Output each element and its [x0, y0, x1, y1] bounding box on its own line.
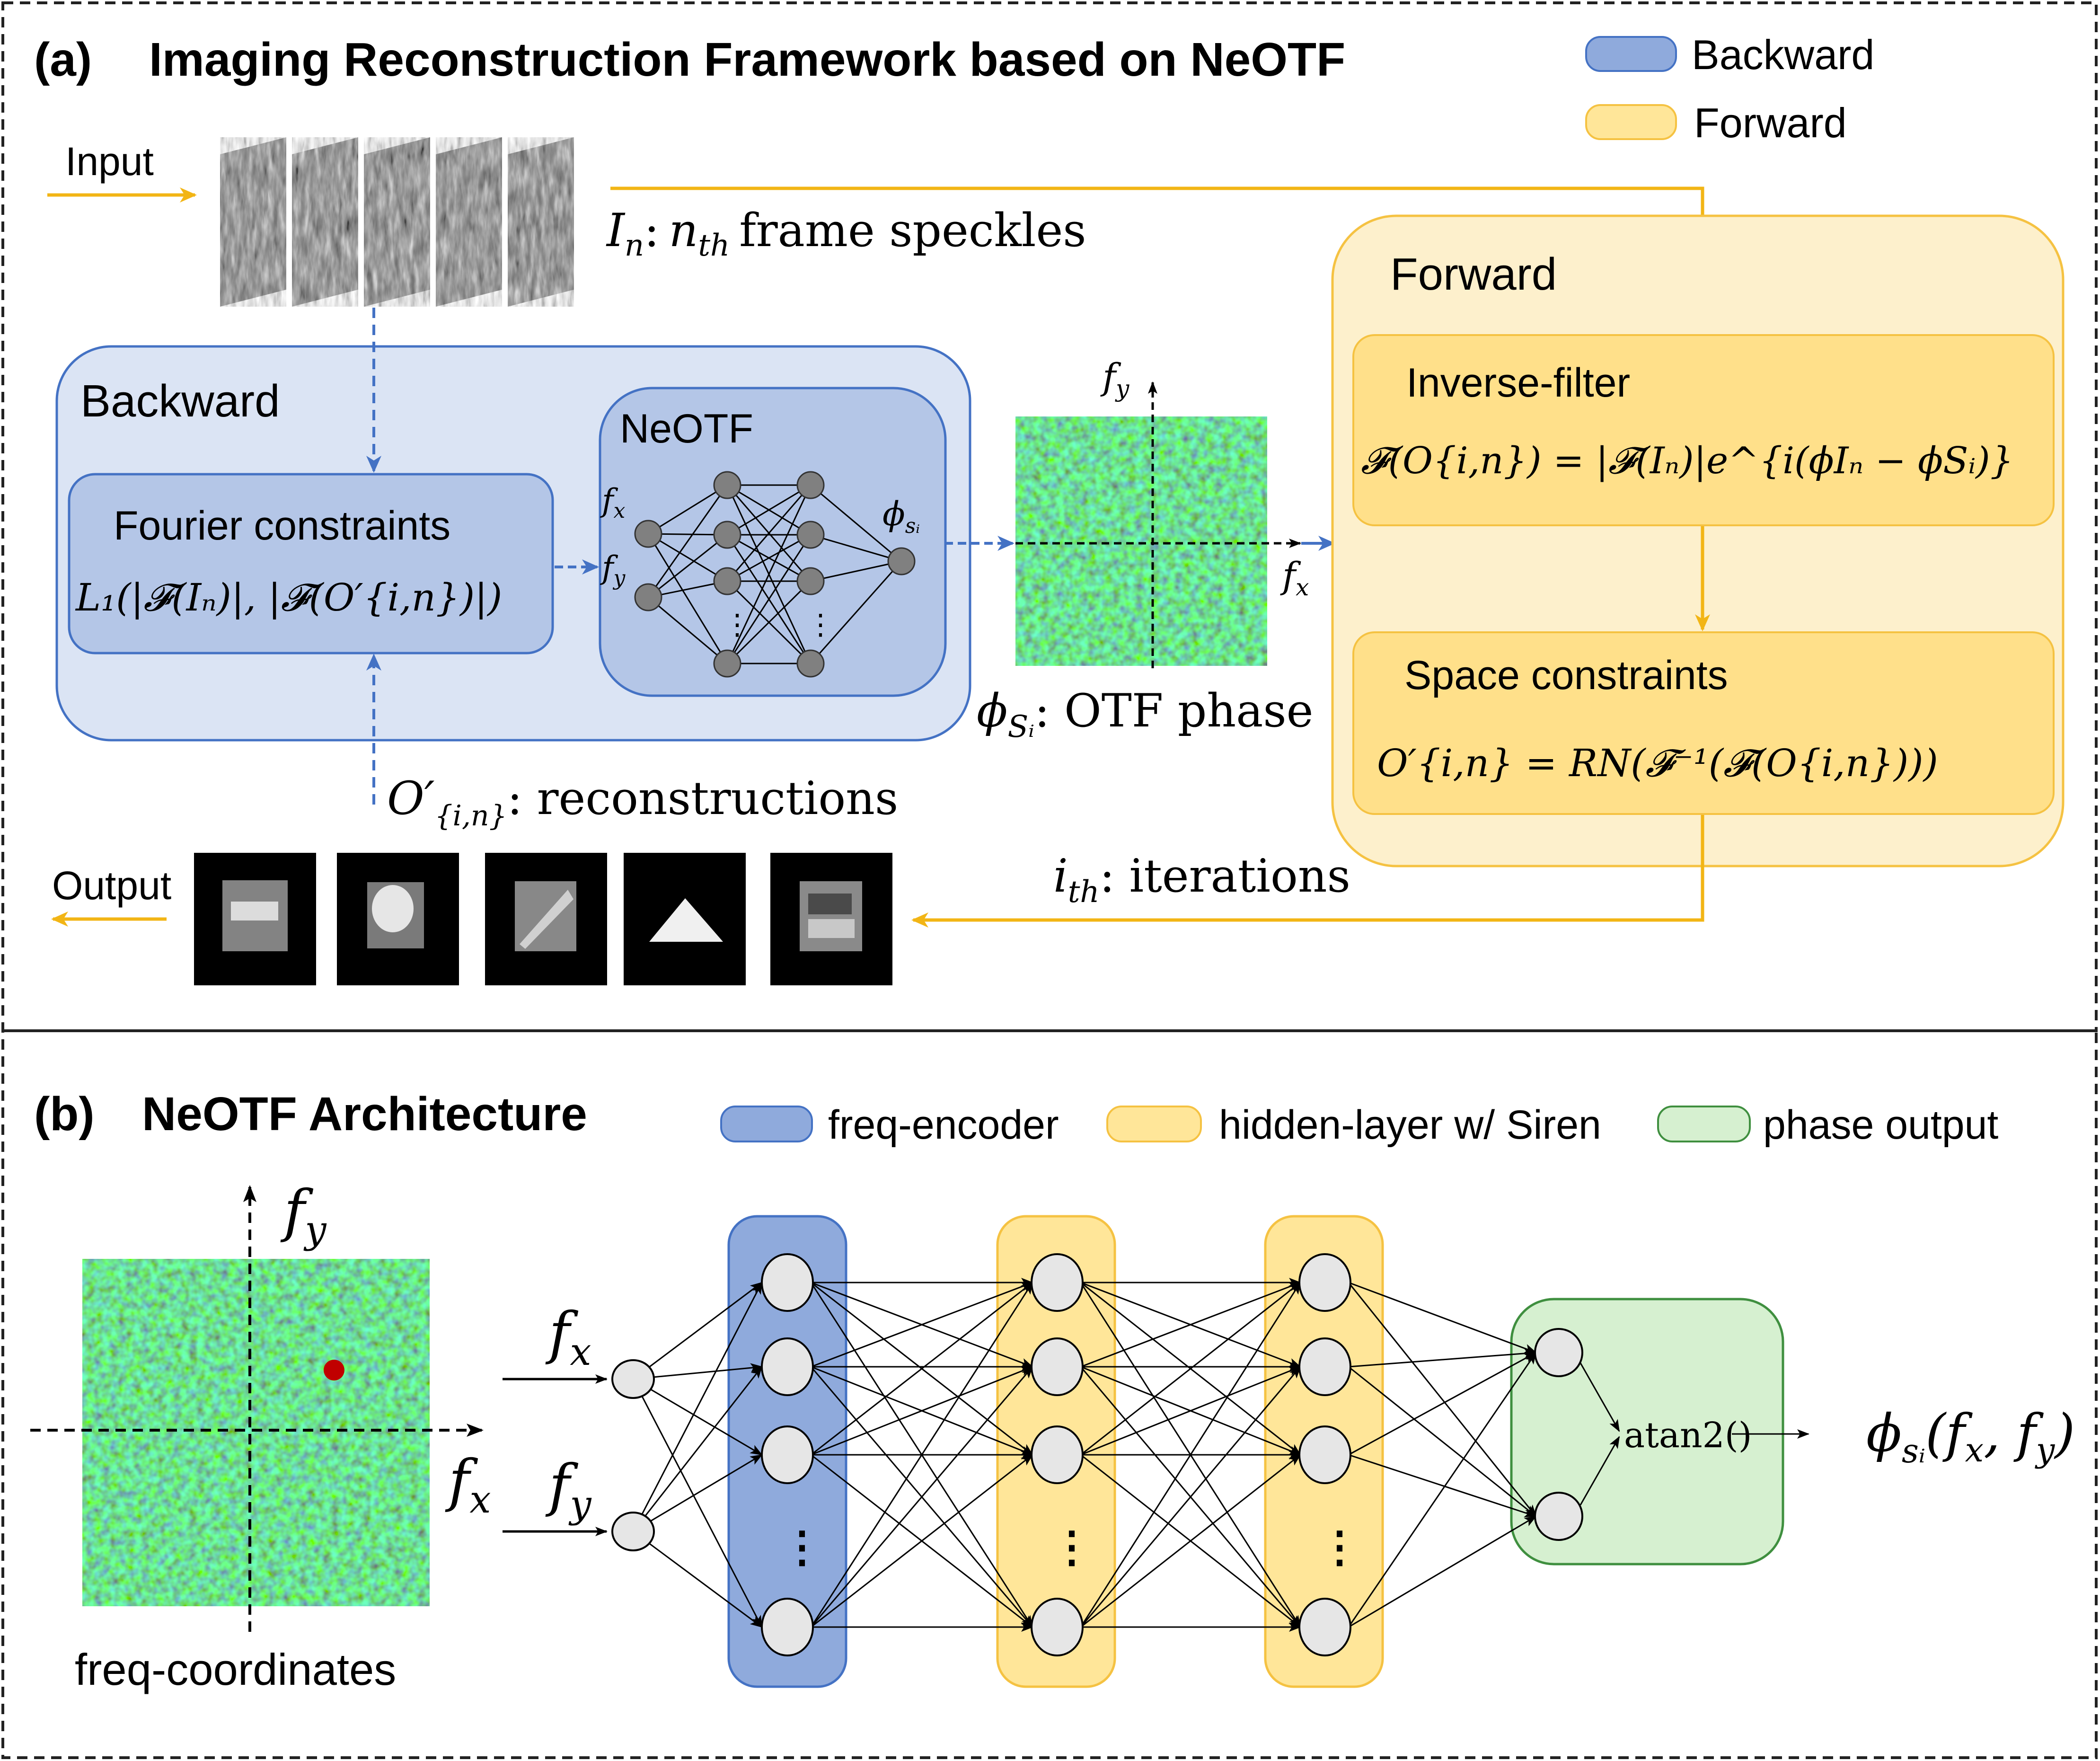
otf-fy-label: fy	[1100, 355, 1129, 402]
hidden1-node	[1031, 1337, 1084, 1396]
speckle-frames	[220, 137, 574, 307]
legend-hidden-label: hidden-layer w/ Siren	[1219, 1102, 1601, 1148]
legend-backward-swatch	[1585, 36, 1677, 72]
hidden1-node	[1031, 1425, 1084, 1484]
input-label: Input	[65, 139, 154, 184]
legend-forward-swatch	[1585, 104, 1677, 140]
hidden1-dots: ⋮	[1050, 1522, 1093, 1572]
legend-backward-label: Backward	[1692, 31, 1874, 78]
inverse-filter-box	[1352, 334, 2055, 526]
otf-fx-label: fx	[1280, 554, 1309, 601]
input-node-fy	[611, 1512, 655, 1551]
freq-fy-label: fy	[280, 1178, 327, 1252]
output-label: Output	[52, 863, 171, 908]
panel-b-title: NeOTF Architecture	[142, 1088, 587, 1141]
freq-coordinates-map	[82, 1259, 430, 1606]
encoder-node	[761, 1598, 814, 1656]
hidden2-node	[1298, 1253, 1351, 1312]
fourier-constraints-title: Fourier constraints	[114, 503, 450, 549]
panel-b-border	[1, 1029, 2098, 1759]
space-constraints-title: Space constraints	[1404, 653, 1728, 698]
inverse-filter-formula: 𝓕(O{i,n}) = |𝓕(Iₙ)|e^{i(ϕIₙ − ϕSᵢ)}	[1361, 440, 2013, 482]
hidden2-node	[1298, 1598, 1351, 1656]
atan2-label: atan2()	[1624, 1415, 1752, 1456]
legend-encoder-label: freq-encoder	[828, 1102, 1059, 1148]
freq-coordinates-caption: freq-coordinates	[75, 1645, 396, 1694]
panel-a-label: (a)	[34, 33, 92, 86]
forward-title: Forward	[1390, 249, 1557, 300]
hidden1-node	[1031, 1598, 1084, 1656]
neotf-fx-label: fx	[600, 482, 625, 523]
space-constraints-box	[1352, 631, 2055, 815]
phase-output-label: ϕsᵢ(fx, fy)	[1866, 1403, 2075, 1470]
panel-b-label: (b)	[34, 1088, 95, 1141]
fourier-constraints-formula: L₁(|𝓕(Iₙ)|, |𝓕(O′{i,n})|)	[75, 575, 502, 619]
neotf-dots-2: ⋮	[806, 608, 835, 641]
fx-input-label: fx	[545, 1301, 591, 1374]
fourier-constraints-box	[68, 473, 554, 655]
neotf-phi-label: ϕsᵢ	[882, 495, 920, 538]
iterations-caption: ith: iterations	[1053, 850, 1350, 910]
fy-input-label: fy	[545, 1453, 592, 1526]
legend-forward-label: Forward	[1694, 99, 1847, 146]
hidden1-node	[1031, 1253, 1084, 1312]
backward-title: Backward	[80, 376, 280, 426]
space-constraints-formula: O′{i,n} = RN(𝓕⁻¹(𝓕(O{i,n})))	[1377, 741, 1938, 785]
panel-a-title: Imaging Reconstruction Framework based o…	[149, 33, 1345, 86]
neotf-mini-nodes	[634, 471, 916, 678]
inverse-filter-title: Inverse-filter	[1406, 360, 1630, 406]
network-nodes	[611, 1253, 1583, 1656]
network-connections	[632, 1278, 1809, 1632]
encoder-node	[761, 1425, 814, 1484]
legend-hidden-swatch	[1106, 1106, 1202, 1142]
neotf-dots-1: ⋮	[723, 608, 751, 641]
legend-encoder-swatch	[720, 1106, 813, 1142]
encoder-node	[761, 1337, 814, 1396]
output-node	[1534, 1328, 1583, 1377]
otf-phase-caption: ϕSᵢ: OTF phase	[977, 684, 1313, 744]
input-node-fx	[611, 1359, 655, 1399]
hidden2-node	[1298, 1425, 1351, 1484]
legend-phase-swatch	[1657, 1106, 1751, 1142]
neotf-title: NeOTF	[620, 406, 753, 451]
hidden2-dots: ⋮	[1318, 1522, 1361, 1572]
hidden2-node	[1298, 1337, 1351, 1396]
encoder-dots: ⋮	[781, 1522, 823, 1572]
encoder-node	[761, 1253, 814, 1312]
reconstruction-images	[194, 853, 892, 985]
panel-a-border	[1, 1, 2098, 1032]
otf-phase-map	[1015, 416, 1267, 666]
freq-fx-label: fx	[445, 1448, 491, 1522]
sample-point-marker	[324, 1360, 344, 1380]
legend-phase-label: phase output	[1763, 1102, 1998, 1148]
reconstructions-caption: O′{i,n}: reconstructions	[387, 772, 898, 832]
output-node	[1534, 1492, 1583, 1541]
iterations-arrow	[911, 815, 1704, 928]
